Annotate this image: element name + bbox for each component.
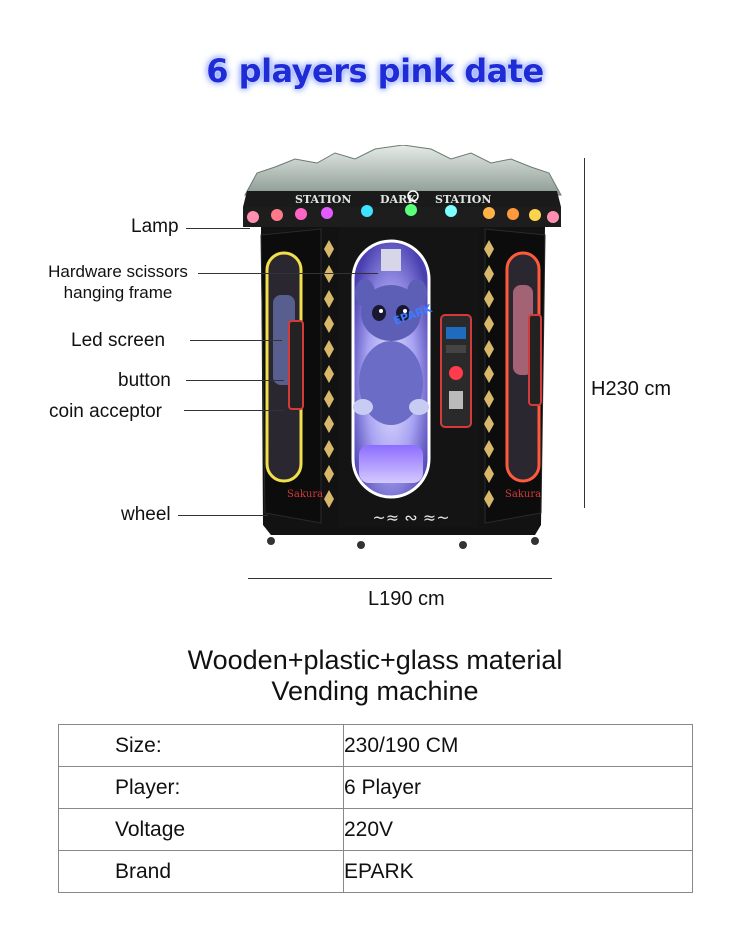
svg-text:~≈ ∾ ≈~: ~≈ ∾ ≈~ <box>372 508 449 527</box>
spec-value: 6 Player <box>343 766 693 809</box>
callout-lamp: Lamp <box>131 216 179 237</box>
spec-label: Voltage <box>58 808 344 851</box>
spec-table: Size: 230/190 CM Player: 6 Player Voltag… <box>58 724 693 893</box>
table-row: Brand EPARK <box>58 850 693 893</box>
callout-line-scissors <box>198 273 378 274</box>
spec-value: 220V <box>343 808 693 851</box>
callout-led-screen: Led screen <box>71 330 166 351</box>
table-row: Size: 230/190 CM <box>58 724 693 767</box>
callout-line-button <box>186 380 284 381</box>
spec-label: Brand <box>58 850 344 893</box>
machine-image: STATION DARK STATION <box>235 145 570 550</box>
callout-line-lamp <box>186 228 250 229</box>
callout-line-led <box>190 340 282 341</box>
spec-value: 230/190 CM <box>343 724 693 767</box>
callout-wheel: wheel <box>121 504 171 525</box>
material-description: Wooden+plastic+glass material <box>187 645 563 675</box>
callout-line-wheel <box>178 515 268 516</box>
svg-text:Sakura: Sakura <box>287 489 323 500</box>
svg-text:STATION: STATION <box>295 193 351 206</box>
height-dimension-line <box>584 158 585 508</box>
length-dimension-line <box>248 578 552 579</box>
callout-line-coin <box>184 410 284 411</box>
callout-button: button <box>118 370 171 391</box>
spec-value: EPARK <box>343 850 693 893</box>
height-dimension-label: H230 cm <box>591 378 672 400</box>
callout-scissors-line1: Hardware scissors <box>48 262 188 281</box>
spec-label: Size: <box>58 724 344 767</box>
callout-scissors-line2: hanging frame <box>63 283 173 302</box>
spec-label: Player: <box>58 766 344 809</box>
svg-text:Sakura: Sakura <box>505 489 541 500</box>
svg-text:STATION: STATION <box>435 193 491 206</box>
table-row: Voltage 220V <box>58 808 693 851</box>
callout-coin-acceptor: coin acceptor <box>49 401 163 422</box>
product-type: Vending machine <box>271 676 479 706</box>
page-title: 6 players pink date <box>206 52 544 90</box>
length-dimension-label: L190 cm <box>368 588 445 610</box>
table-row: Player: 6 Player <box>58 766 693 809</box>
